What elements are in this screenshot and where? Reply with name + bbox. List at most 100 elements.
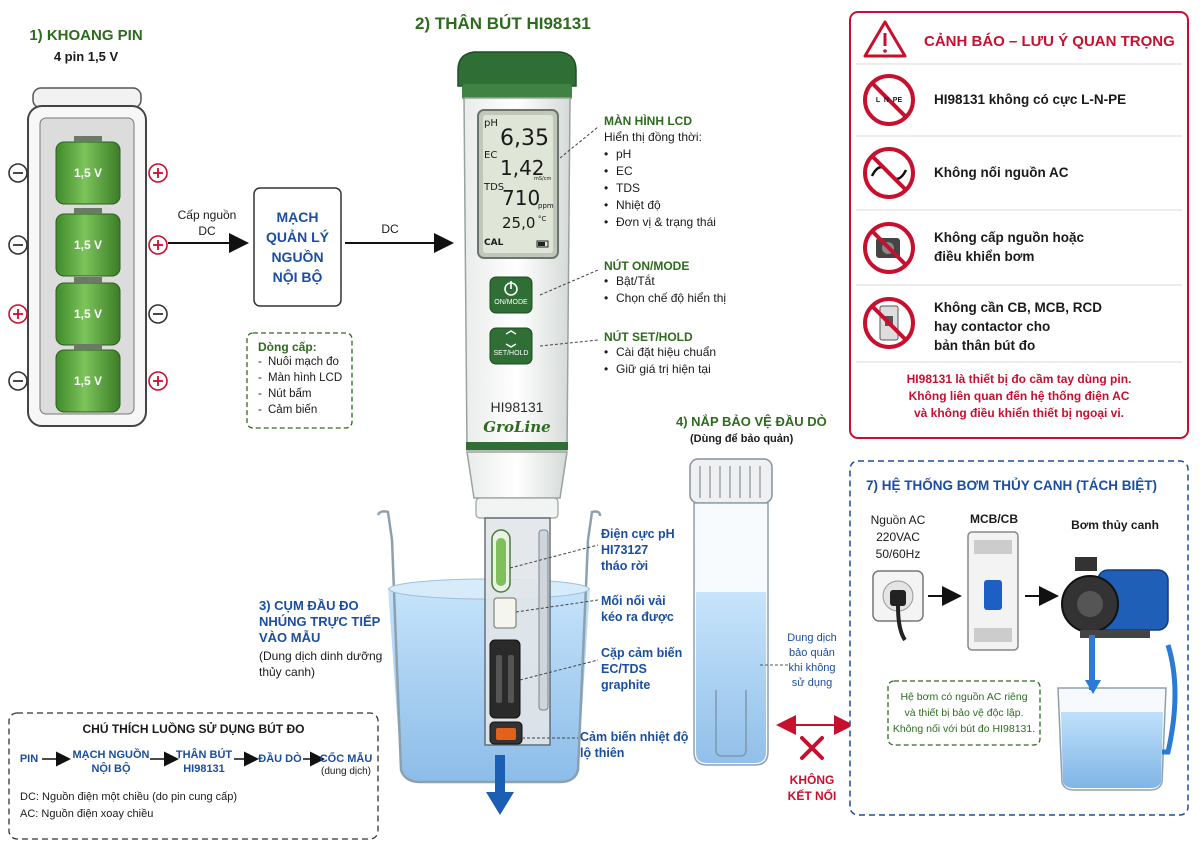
pump-note-box <box>887 680 1041 746</box>
pump-icon <box>1061 557 1169 638</box>
battery-cells <box>8 136 168 413</box>
set-hold-button[interactable]: SET/HOLD <box>493 350 529 357</box>
legend-ac-key: AC: <box>20 808 39 820</box>
temp-sensor-label: Cảm biến nhiệt độ lộ thiên <box>580 730 689 760</box>
supply-item: Màn hình LCD <box>258 370 350 386</box>
battery-terminal <box>74 277 102 283</box>
warning-item: Không nối nguồn AC <box>934 165 1069 180</box>
legend-flow-step: PIN <box>19 753 39 765</box>
lcd-callout-items: pHECTDSNhiệt độĐơn vị & trạng thái <box>604 146 774 231</box>
set-callout-item: Giữ giá trị hiện tại <box>604 361 774 378</box>
cap-subtitle: (Dùng để bảo quản) <box>690 433 794 445</box>
legend-dc-key: DC: <box>20 791 39 803</box>
mcb-label: MCB/CB <box>970 512 1018 526</box>
lcd-tds-unit: ppm <box>538 202 554 210</box>
legend-flow-sub: (dung dịch) <box>320 766 372 777</box>
on-callout-item: Bật/Tắt <box>604 273 774 290</box>
set-callout-title: NÚT SET/HOLD <box>604 330 693 344</box>
lcd-temp-value: 25,0 <box>502 214 536 232</box>
lcd-callout-intro: Hiển thị đồng thời: <box>604 130 702 144</box>
battery-cell-label: 1,5 V <box>73 307 103 321</box>
warning-item: Không cấp nguồn hoặc điều khiển bơm <box>934 230 1084 264</box>
ac-socket-icon <box>872 570 924 642</box>
warning-footer: HI98131 là thiết bị đo cầm tay dùng pin.… <box>906 372 1132 420</box>
water-tank <box>1057 687 1167 791</box>
no-breaker-icon <box>863 297 915 349</box>
probe-subtitle: (Dung dịch dinh dưỡng thủy canh) <box>259 649 383 679</box>
lcd-tds-label: TDS <box>484 182 505 193</box>
lcd-temp-unit: °C <box>538 215 547 223</box>
warning-item: HI98131 không có cực L-N-PE <box>934 92 1127 107</box>
pen-brand: GroLine <box>483 418 551 436</box>
supply-box-title: Dòng cấp: <box>258 340 317 354</box>
legend-flow-step: MẠCH NGUỒN NỘI BỘ <box>72 749 150 775</box>
battery-cell-label: 1,5 V <box>73 374 103 388</box>
legend-flow-step: CỐC MẪU <box>319 753 373 765</box>
legend-title: CHÚ THÍCH LUỒNG SỬ DỤNG BÚT ĐO <box>82 722 305 736</box>
supply-item: Cảm biến <box>258 402 350 418</box>
lcd-callout-item: Đơn vị & trạng thái <box>604 214 774 231</box>
supply-item: Nuôi mạch đo <box>258 354 350 370</box>
lcd-callout-item: TDS <box>604 180 774 197</box>
ec-sensor-label: Cặp cảm biến EC/TDS graphite <box>601 646 683 692</box>
lcd-callout-item: EC <box>604 163 774 180</box>
on-callout-items: Bật/TắtChọn chế độ hiển thị <box>604 273 774 307</box>
cap-title: 4) NẮP BẢO VỆ ĐẦU DÒ <box>676 414 827 429</box>
set-callout-item: Cài đặt hiệu chuẩn <box>604 344 774 361</box>
down-arrow <box>486 755 514 815</box>
power-box-label: MẠCH QUẢN LÝ NGUỒN NỘI BỘ <box>266 209 329 285</box>
pump-title: 7) HỆ THỐNG BƠM THỦY CANH (TÁCH BIỆT) <box>866 478 1158 493</box>
pen-model: HI98131 <box>490 399 544 415</box>
protective-cap <box>689 458 773 766</box>
legend-dc-text: Nguồn điện một chiều (do pin cung cấp) <box>42 791 238 803</box>
set-callout-items: Cài đặt hiệu chuẩnGiữ giá trị hiện tại <box>604 344 774 378</box>
lcd-callout-item: Nhiệt độ <box>604 197 774 214</box>
power-box <box>253 187 342 307</box>
battery-terminal <box>74 208 102 214</box>
legend-box <box>8 712 379 840</box>
on-callout-title: NÚT ON/MODE <box>604 259 690 273</box>
lcd-callout-title: MÀN HÌNH LCD <box>604 114 692 128</box>
warning-item: Không cần CB, MCB, RCD hay contactor cho… <box>934 300 1102 353</box>
legend-ac-text: Nguồn điện xoay chiều <box>41 808 154 820</box>
battery-title: 1) KHOANG PIN <box>29 27 143 44</box>
no-connect-x-icon <box>800 736 824 760</box>
probe-title: 3) CỤM ĐẦU ĐO NHÚNG TRỰC TIẾP VÀO MẪU <box>259 598 381 645</box>
ph-electrode-label: Điện cực pH HI73127 tháo rời <box>601 527 675 573</box>
supply-item: Nút bấm <box>258 386 350 402</box>
junction-label: Mối nối vải kéo ra được <box>601 594 674 624</box>
no-ac-icon <box>863 147 915 199</box>
no-connect-label: KHÔNG KẾT NỐI <box>787 773 837 803</box>
mcb-icon <box>967 531 1019 651</box>
no-lnpe-icon <box>863 74 915 126</box>
lcd-ph-label: pH <box>484 118 498 129</box>
lcd-screen: pH 6,35 EC 1,42 mS/cm TDS 710 ppm 25,0 °… <box>484 116 554 250</box>
lcd-ec-label: EC <box>484 150 498 161</box>
pen-body <box>457 51 577 519</box>
cap-solution-label: Dung dịch bảo quản khi không sử dụng <box>787 632 837 689</box>
legend-ac-row: AC: Nguồn điện xoay chiều <box>20 808 153 820</box>
battery-cell-label: 1,5 V <box>73 238 103 252</box>
lcd-callout-item: pH <box>604 146 774 163</box>
legend-dc-row: DC: Nguồn điện một chiều (do pin cung cấ… <box>20 791 237 803</box>
callout-lines <box>509 126 599 739</box>
legend-flow-step: THÂN BÚT HI98131 <box>175 749 233 775</box>
lcd-ec-unit: mS/cm <box>534 176 552 182</box>
on-mode-button[interactable]: ON/MODE <box>494 299 528 306</box>
warning-title: CẢNH BÁO – LƯU Ý QUAN TRỌNG <box>924 33 1175 50</box>
lcd-ph-value: 6,35 <box>500 126 549 151</box>
supply-items: Nuôi mạch đoMàn hình LCDNút bấmCảm biến <box>258 354 350 418</box>
on-callout-item: Chọn chế độ hiển thị <box>604 290 774 307</box>
legend-flow-step: ĐẦU DÒ <box>258 753 302 765</box>
battery-terminal <box>74 344 102 350</box>
lcd-tds-value: 710 <box>502 186 541 210</box>
pump-return-pipe <box>1162 644 1178 755</box>
pump-note: Hệ bơm có nguồn AC riêng và thiết bị bảo… <box>892 691 1036 735</box>
pump-label: Bơm thủy canh <box>1071 518 1159 532</box>
probe-assembly <box>484 517 551 746</box>
lnpe-icon-text: L N PE <box>875 97 903 104</box>
dc-feed-label: Cấp nguồn DC <box>177 208 237 238</box>
lcd-cal: CAL <box>484 238 504 248</box>
battery-terminal <box>74 136 102 142</box>
pen-title: 2) THÂN BÚT HI98131 <box>415 14 591 33</box>
